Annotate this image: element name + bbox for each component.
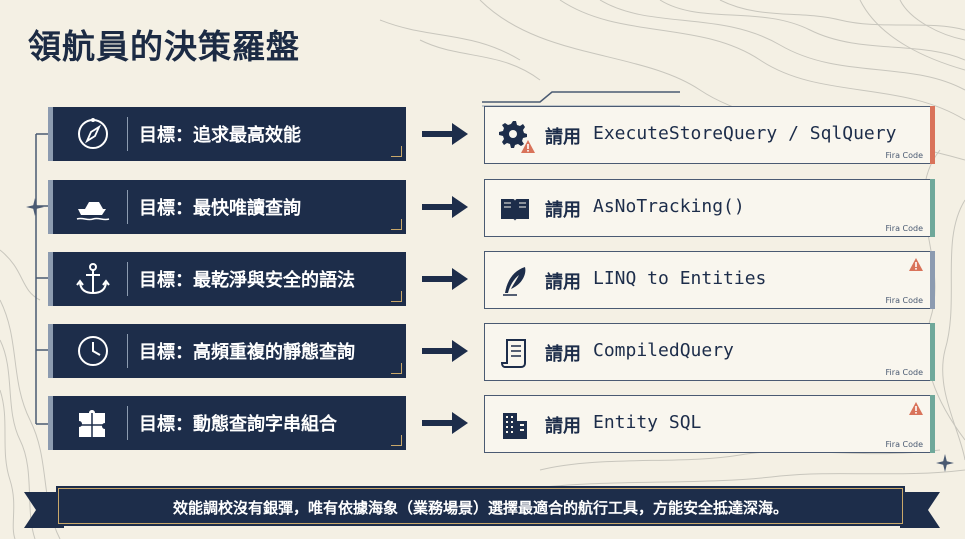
- accent-bar: [930, 323, 935, 381]
- font-label: Fira Code: [885, 224, 923, 233]
- solution-code: ExecuteStoreQuery / SqlQuery: [593, 123, 897, 144]
- arrow-right-icon: [422, 196, 468, 218]
- accent-bar: [930, 395, 935, 453]
- arrow-right-icon: [422, 123, 468, 145]
- goal-card-performance: 目標：追求最高效能: [48, 107, 406, 161]
- goal-divider: [127, 406, 128, 440]
- ribbon-tail-left: [24, 492, 64, 528]
- anchor-icon: [76, 263, 110, 295]
- goal-label: 目標：追求最高效能: [139, 125, 301, 146]
- goal-divider: [127, 262, 128, 296]
- font-label: Fira Code: [885, 368, 923, 377]
- compass-star-icon: [936, 454, 954, 472]
- page-title: 領航員的決策羅盤: [28, 27, 300, 66]
- warning-icon: [909, 402, 923, 415]
- solution-card-compiled-query: 請用 CompiledQuery Fira Code: [484, 323, 935, 381]
- compass-icon: [78, 118, 108, 149]
- goal-card-compiled: 目標：高頻重複的靜態查詢: [48, 324, 406, 378]
- puzzle-icon: [79, 410, 105, 437]
- accent-bar: [930, 251, 935, 309]
- solution-prefix: 請用: [545, 416, 581, 437]
- accent-bar: [930, 179, 935, 237]
- decorative-rule: [482, 91, 680, 107]
- open-book-icon: [501, 199, 529, 221]
- speedboat-icon: [76, 202, 110, 221]
- solution-prefix: 請用: [545, 127, 581, 148]
- solution-prefix: 請用: [545, 272, 581, 293]
- warning-icon: [521, 140, 535, 153]
- gear-icon: [499, 121, 527, 148]
- goal-label: 目標：最乾淨與安全的語法: [139, 270, 355, 291]
- solution-card-linq: 請用 LINQ to Entities Fira Code: [484, 251, 935, 309]
- accent-bar: [930, 106, 935, 164]
- solution-code: AsNoTracking(): [593, 196, 745, 217]
- font-label: Fira Code: [885, 296, 923, 305]
- goal-card-readonly: 目標：最快唯讀查詢: [48, 180, 406, 234]
- arrow-right-icon: [422, 268, 468, 290]
- arrow-right-icon: [422, 412, 468, 434]
- solution-card-execute-store-query: 請用 ExecuteStoreQuery / SqlQuery Fira Cod…: [484, 106, 935, 164]
- goal-divider: [127, 334, 128, 368]
- solution-code: LINQ to Entities: [593, 268, 767, 289]
- building-icon: [503, 413, 527, 439]
- warning-icon: [909, 258, 923, 271]
- solution-prefix: 請用: [545, 200, 581, 221]
- goal-label: 目標：動態查詢字串組合: [139, 414, 337, 435]
- solution-prefix: 請用: [545, 344, 581, 365]
- goal-label: 目標：最快唯讀查詢: [139, 198, 301, 219]
- font-label: Fira Code: [885, 440, 923, 449]
- goal-card-linq: 目標：最乾淨與安全的語法: [48, 252, 406, 306]
- arrow-right-icon: [422, 340, 468, 362]
- goal-divider: [127, 190, 128, 224]
- timeline-connector: [35, 133, 48, 425]
- ribbon-tail-right: [900, 492, 940, 528]
- scroll-icon: [500, 339, 526, 368]
- solution-card-asnotracking: 請用 AsNoTracking() Fira Code: [484, 179, 935, 237]
- clock-icon: [78, 336, 108, 366]
- goal-divider: [127, 117, 128, 151]
- summary-banner: 效能調校沒有銀彈，唯有依據海象（業務場景）選擇最適合的航行工具，方能安全抵達深海…: [56, 486, 905, 526]
- goal-card-dynamic: 目標：動態查詢字串組合: [48, 396, 406, 450]
- quill-icon: [503, 267, 526, 296]
- solution-code: Entity SQL: [593, 412, 702, 433]
- solution-card-entity-sql: 請用 Entity SQL Fira Code: [484, 395, 935, 453]
- compass-star-icon: [26, 198, 44, 216]
- banner-text: 效能調校沒有銀彈，唯有依據海象（業務場景）選擇最適合的航行工具，方能安全抵達深海…: [172, 499, 788, 517]
- font-label: Fira Code: [885, 151, 923, 160]
- goal-label: 目標：高頻重複的靜態查詢: [139, 342, 355, 363]
- solution-code: CompiledQuery: [593, 340, 734, 361]
